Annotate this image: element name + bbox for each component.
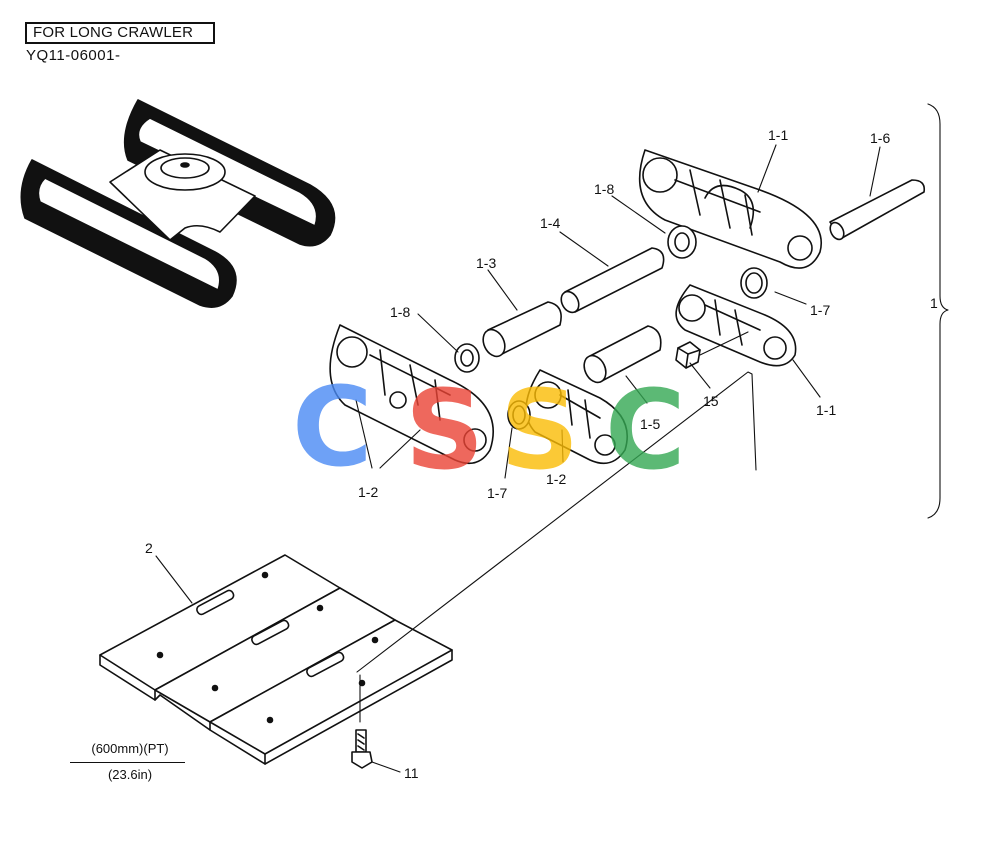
- callout-1-6: 1-6: [870, 130, 890, 146]
- bushing-1-3: [482, 301, 562, 358]
- dust-seal-1-8-left: [454, 343, 480, 373]
- serial-code: YQ11-06001-: [26, 47, 121, 64]
- shoe-bolt-11: [351, 729, 373, 769]
- crawler-type-label: FOR LONG CRAWLER: [25, 22, 215, 44]
- watermark-letter-3: S: [500, 366, 579, 494]
- callout-1-7-right: 1-7: [810, 302, 830, 318]
- shoe-width-imperial: (23.6in): [107, 767, 153, 782]
- track-link-1-1-lower: [675, 284, 797, 367]
- thrust-ring-1-7-left: [507, 400, 531, 430]
- callout-1-1-top: 1-1: [768, 127, 788, 143]
- track-pin-1-4: [560, 247, 665, 314]
- watermark-logo: C S S C: [292, 363, 686, 494]
- shoe-width-divider: [70, 762, 185, 763]
- callout-assembly-1: 1: [930, 295, 938, 311]
- leader-lines: [155, 103, 949, 773]
- track-link-1-1-upper: [638, 149, 822, 269]
- callout-1-7-left: 1-7: [487, 485, 507, 501]
- track-link-1-2-right: [525, 369, 629, 465]
- watermark-letter-1: C: [292, 363, 373, 491]
- callout-11: 11: [404, 765, 419, 781]
- undercarriage-drawing: [20, 99, 336, 308]
- callout-2: 2: [145, 540, 153, 556]
- callout-1-8-top: 1-8: [594, 181, 614, 197]
- track-link-1-2-left: [329, 324, 494, 465]
- watermark-letter-2: S: [405, 366, 484, 494]
- dust-seal-1-8-upper: [667, 225, 697, 259]
- callout-1-2-left: 1-2: [358, 484, 378, 500]
- callout-1-2-right: 1-2: [546, 471, 566, 487]
- callout-1-5: 1-5: [640, 416, 660, 432]
- track-pin-1-6: [829, 179, 926, 241]
- thrust-ring-1-7-right: [740, 267, 768, 299]
- bushing-1-5: [583, 325, 662, 384]
- track-shoe-plates: [99, 554, 453, 765]
- callout-1-4: 1-4: [540, 215, 560, 231]
- callout-1-8-left: 1-8: [390, 304, 410, 320]
- callout-15: 15: [703, 393, 719, 409]
- shoe-width-metric: (600mm)(PT): [91, 741, 169, 756]
- callout-1-1-bottom: 1-1: [816, 402, 836, 418]
- nut-15: [675, 341, 701, 369]
- callout-1-3: 1-3: [476, 255, 496, 271]
- watermark-letter-4: C: [605, 366, 686, 494]
